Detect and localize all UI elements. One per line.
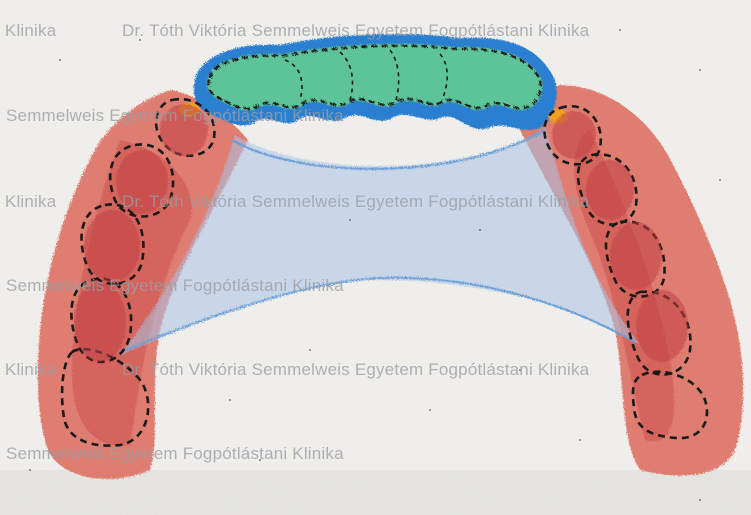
watermark-university: Semmelweis Egyetem Fogpótlástani Klinika xyxy=(6,276,344,296)
watermark-doctor: Dr. Tóth Viktória Semmelweis Egyetem Fog… xyxy=(122,192,589,212)
watermark-doctor: Dr. Tóth Viktória Semmelweis Egyetem Fog… xyxy=(122,21,589,41)
watermark-university: Semmelweis Egyetem Fogpótlástani Klinika xyxy=(6,444,344,464)
watermark-doctor: Dr. Tóth Viktória Semmelweis Egyetem Fog… xyxy=(122,360,589,380)
watermark-clinic: i Klinika xyxy=(0,360,56,380)
watermark-clinic: i Klinika xyxy=(0,192,56,212)
watermark-clinic: i Klinika xyxy=(0,21,56,41)
watermark-university: Semmelweis Egyetem Fogpótlástani Klinika xyxy=(6,106,344,126)
